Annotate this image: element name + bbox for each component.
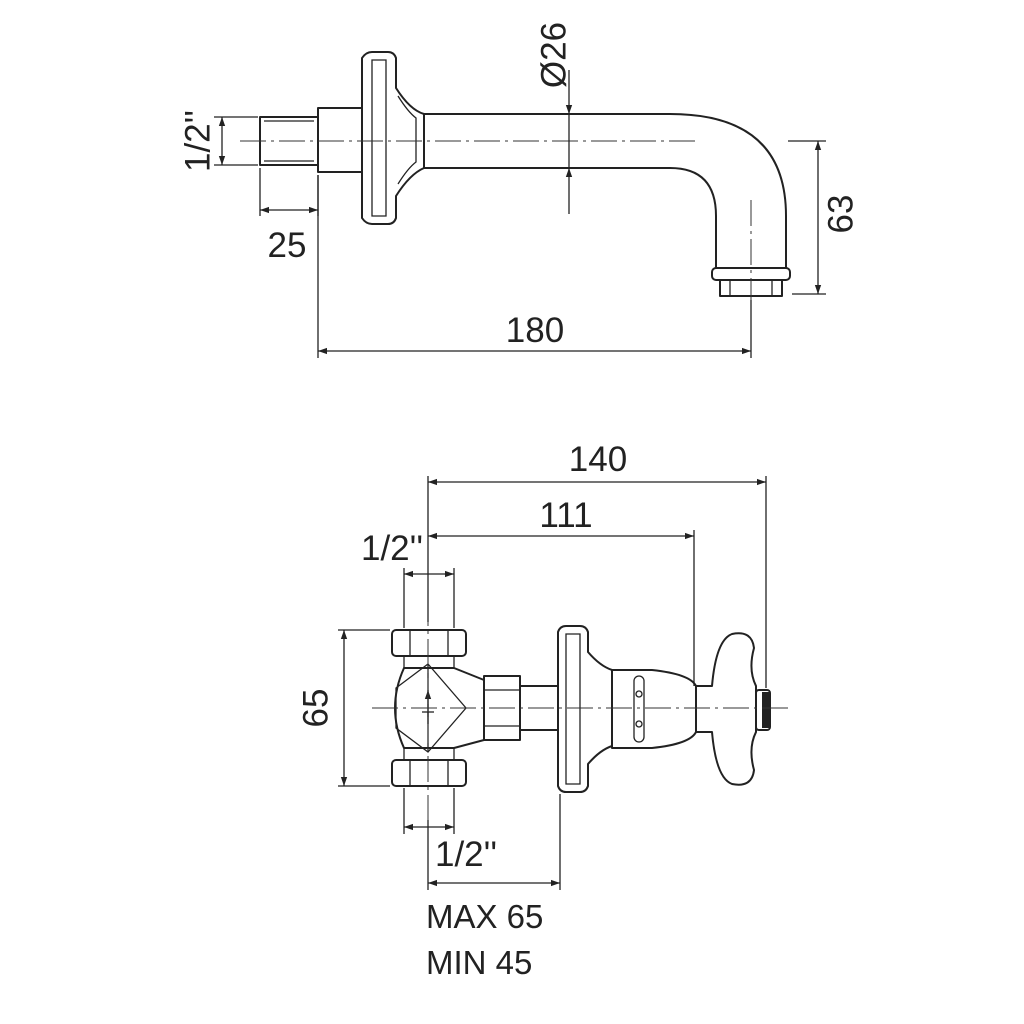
valve-bottom-thread-label: 1/2'' bbox=[435, 835, 497, 874]
spout-neck bbox=[317, 107, 363, 173]
valve-height-label: 65 bbox=[296, 689, 335, 728]
valve-bonnet bbox=[611, 669, 697, 749]
valve-overall-label: 140 bbox=[569, 440, 627, 479]
spout-drawing bbox=[240, 51, 791, 320]
valve-cross-handle bbox=[695, 632, 757, 786]
valve-top-thread-label: 1/2'' bbox=[361, 529, 423, 568]
valve-bottom-nut bbox=[391, 759, 467, 787]
spout-diameter-label: Ø26 bbox=[534, 22, 573, 88]
spout-length-label: 180 bbox=[506, 311, 564, 350]
valve-top-nut bbox=[391, 629, 467, 657]
valve-drawing bbox=[372, 600, 790, 820]
spout-dimensions: 1/2'' 25 Ø26 63 180 bbox=[178, 22, 860, 358]
valve-handle-distance-label: 111 bbox=[539, 496, 592, 535]
valve-wall-depth-min: MIN 45 bbox=[426, 944, 532, 981]
spout-thread-label: 1/2'' bbox=[178, 110, 217, 172]
spout-escutcheon bbox=[361, 51, 425, 225]
valve-dimensions: 140 111 1/2'' 65 1/2'' MAX 65 MIN 45 bbox=[296, 440, 767, 981]
valve-wall-depth-max: MAX 65 bbox=[426, 898, 543, 935]
spout-pipe-inner bbox=[424, 167, 717, 268]
spout-pipe-outer bbox=[424, 113, 787, 268]
spout-height-label: 63 bbox=[821, 195, 860, 234]
spout-thread-length-label: 25 bbox=[268, 226, 307, 265]
valve-cap-index bbox=[762, 692, 770, 728]
